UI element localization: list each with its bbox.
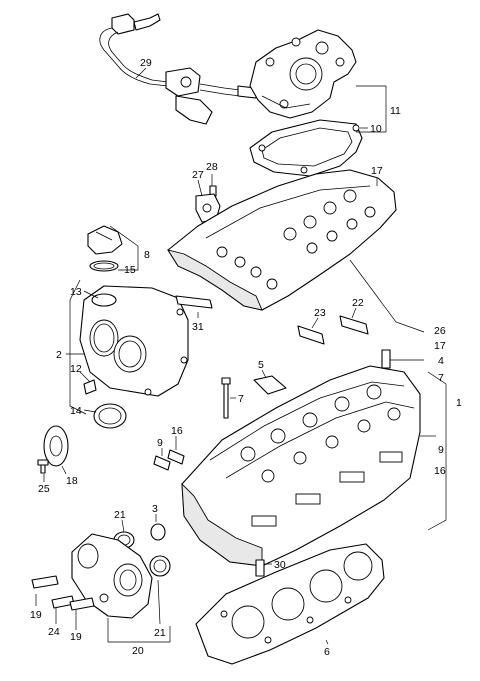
bolt-25 (37, 459, 49, 474)
callout-19-mid: 19 (70, 631, 82, 643)
callout-20: 20 (132, 645, 144, 657)
callout-17-right: 17 (434, 340, 446, 352)
timing-cover (79, 285, 189, 397)
leader-lines (35, 67, 447, 645)
separator-gasket (249, 119, 363, 177)
callout-1: 1 (456, 397, 462, 409)
sprocket-18 (43, 425, 69, 467)
head-cover (167, 169, 397, 311)
callout-9-stud: 9 (157, 437, 163, 449)
callout-24: 24 (48, 626, 60, 638)
callout-8: 8 (144, 249, 150, 261)
callout-17-top: 17 (371, 165, 383, 177)
callout-7-bolt: 7 (238, 393, 244, 405)
sensor-27-28 (195, 185, 221, 223)
callout-10: 10 (370, 123, 382, 135)
callout-28: 28 (206, 161, 218, 173)
plug-4 (381, 349, 391, 369)
callout-15: 15 (124, 264, 136, 276)
cylinder-head (181, 365, 421, 567)
sensor-22 (339, 315, 369, 335)
camshaft-housing (71, 533, 153, 619)
probe-31 (175, 295, 213, 309)
callout-labels: 29 11 10 28 27 17 8 15 13 31 23 22 26 17… (30, 57, 462, 658)
seal-21-lower (149, 555, 171, 577)
callout-7-right: 7 (438, 372, 444, 384)
callout-23: 23 (314, 307, 326, 319)
sensor-23 (297, 325, 325, 345)
callout-12: 12 (70, 363, 82, 375)
callout-5: 5 (258, 359, 264, 371)
seal-14 (93, 403, 127, 429)
callout-3: 3 (152, 503, 158, 515)
callout-25: 25 (38, 483, 50, 495)
callout-29: 29 (140, 57, 152, 69)
breather-hose (99, 13, 257, 125)
callout-18: 18 (66, 475, 78, 487)
filler-cap (87, 225, 123, 272)
oil-separator (249, 29, 357, 119)
bracket-5 (253, 375, 287, 395)
callout-2: 2 (56, 349, 62, 361)
bolt-7 (221, 377, 231, 419)
callout-13: 13 (70, 286, 82, 298)
callout-16-right: 16 (434, 465, 446, 477)
plug-3 (150, 523, 166, 541)
callout-14: 14 (70, 405, 82, 417)
bolts-19-24 (31, 575, 95, 611)
callout-11: 11 (390, 105, 401, 117)
studs-9-16 (153, 449, 185, 471)
callout-4: 4 (438, 355, 444, 367)
head-gasket (195, 543, 385, 665)
callout-19-left: 19 (30, 609, 42, 621)
callout-30: 30 (274, 559, 286, 571)
callout-26: 26 (434, 325, 446, 337)
callout-9-right: 9 (438, 444, 444, 456)
callout-31: 31 (192, 321, 204, 333)
callout-6: 6 (324, 646, 330, 658)
bolt-12 (83, 379, 97, 395)
callout-27: 27 (192, 169, 204, 181)
callout-21-lower: 21 (154, 627, 166, 639)
callout-16-stud: 16 (171, 425, 183, 437)
callout-21-upper: 21 (114, 509, 126, 521)
bolt-30 (255, 559, 265, 577)
callout-22: 22 (352, 297, 364, 309)
